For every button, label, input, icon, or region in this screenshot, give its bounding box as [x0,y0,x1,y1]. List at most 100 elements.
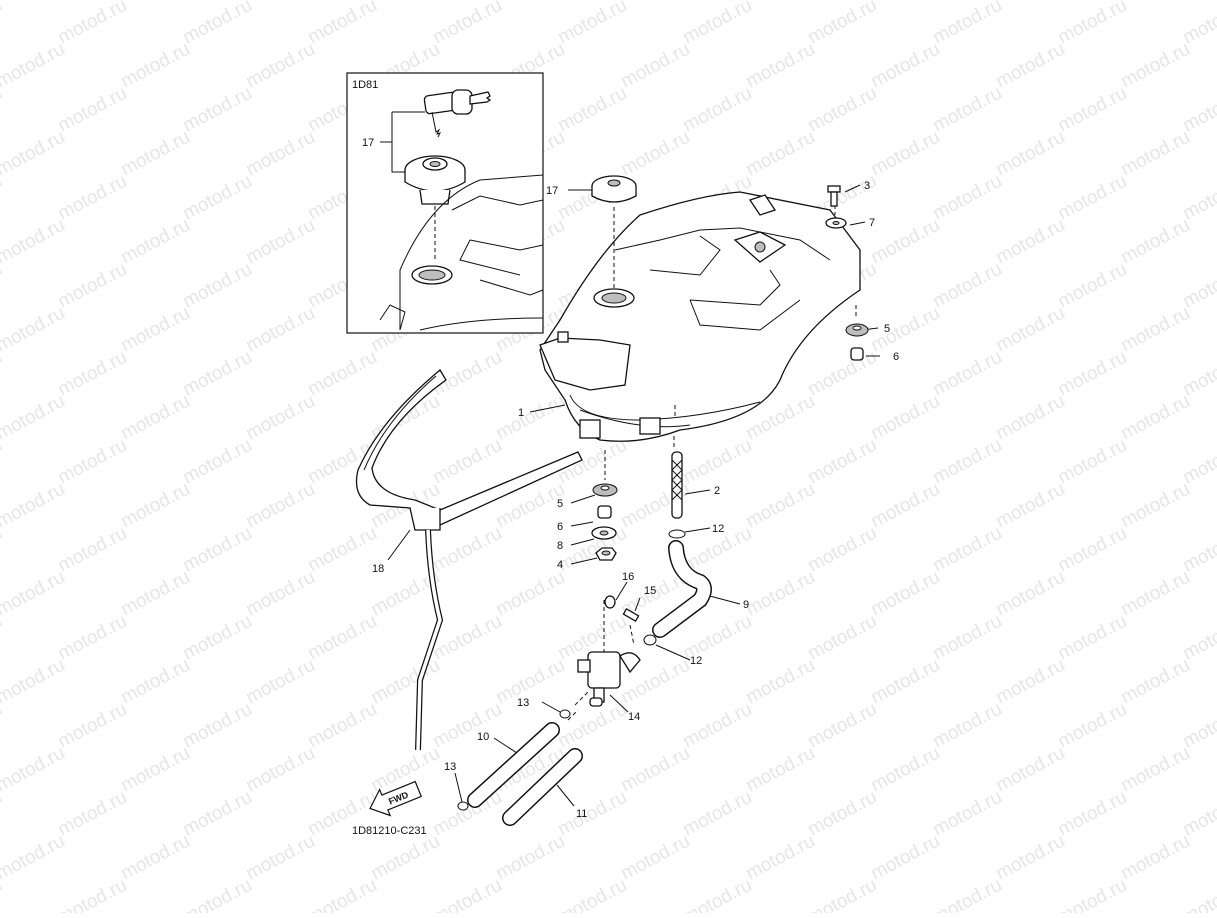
watermark-text: motod.ru [429,0,505,48]
watermark-text: motod.ru [54,259,130,313]
watermark-text: motod.ru [929,523,1005,577]
watermark-text: motod.ru [1054,0,1130,48]
watermark-text: motod.ru [242,831,318,885]
watermark-text: motod.ru [304,523,380,577]
callout-9: 9 [743,599,749,611]
watermark-text: motod.ru [429,787,505,841]
watermark-text: motod.ru [0,303,69,357]
watermark-text: motod.ru [1054,171,1130,225]
watermark-text: motod.ru [304,875,380,913]
watermark-text: motod.ru [179,83,255,137]
watermark-text: motod.ru [867,303,943,357]
watermark-text: motod.ru [179,171,255,225]
watermark-text: motod.ru [742,39,818,93]
watermark-text: motod.ru [992,479,1068,533]
watermark-text: motod.ru [54,787,130,841]
watermark-text: motod.ru [867,127,943,181]
callout-16: 16 [622,571,634,583]
watermark-text: motod.ru [492,831,568,885]
callout-5-bottom: 5 [557,498,563,510]
inset-detail: 1D81 17 [346,72,544,334]
watermark-text: motod.ru [1179,0,1217,48]
callout-13-top: 13 [517,697,529,709]
watermark-text: motod.ru [679,435,755,489]
watermark-text: motod.ru [492,391,568,445]
watermark-text: motod.ru [679,699,755,753]
clip-mid [643,634,657,646]
callout-5-right: 5 [884,323,890,335]
bolt [827,185,841,207]
watermark-text: motod.ru [0,831,69,885]
washer-top [825,217,847,229]
watermark-text: motod.ru [242,391,318,445]
fuel-cap [591,175,637,203]
diagram-code: 1D81210-C231 [352,825,427,837]
watermark-text: motod.ru [929,347,1005,401]
inset-tank-outline [379,174,544,331]
callout-11: 11 [576,808,587,820]
watermark-text: motod.ru [0,39,69,93]
watermark-text: motod.ru [117,391,193,445]
inset-callout-17: 17 [362,137,374,149]
watermark-text: motod.ru [1179,523,1217,577]
watermark-text: motod.ru [0,479,69,533]
watermark-text: motod.ru [867,391,943,445]
key-icon [423,89,492,138]
watermark-text: motod.ru [117,831,193,885]
watermark-text: motod.ru [1117,0,1193,4]
watermark-text: motod.ru [867,655,943,709]
watermark-text: motod.ru [929,83,1005,137]
watermark-text: motod.ru [867,479,943,533]
clip-top [668,529,686,539]
watermark-text: motod.ru [804,787,880,841]
callout-10: 10 [477,731,489,743]
watermark-text: motod.ru [304,699,380,753]
locking-fuel-cap [404,155,466,205]
watermark-text: motod.ru [0,0,69,4]
watermark-text: motod.ru [1179,171,1217,225]
watermark-text: motod.ru [1054,699,1130,753]
watermark-text: motod.ru [429,435,505,489]
callout-15: 15 [644,585,656,597]
watermark-text: motod.ru [429,875,505,913]
watermark-text: motod.ru [992,215,1068,269]
watermark-text: motod.ru [117,215,193,269]
watermark-text: motod.ru [429,523,505,577]
watermark-text: motod.ru [867,831,943,885]
watermark-text: motod.ru [117,0,193,4]
callout-8: 8 [557,540,563,552]
callout-labels: 1 2 3 7 17 5 6 5 6 8 4 9 12 12 15 16 14 … [372,180,899,820]
fuel-hose [652,540,712,638]
watermark-text: motod.ru [492,567,568,621]
watermark-text: motod.ru [492,655,568,709]
watermark-text: motod.ru [617,39,693,93]
watermark-text: motod.ru [0,215,69,269]
tank-band [355,369,583,751]
watermark-text: motod.ru [304,611,380,665]
watermark-text: motod.ru [679,83,755,137]
watermark-text: motod.ru [0,743,69,797]
watermark-text: motod.ru [54,171,130,225]
watermark-text: motod.ru [117,567,193,621]
watermark-text: motod.ru [992,391,1068,445]
watermark-text: motod.ru [242,655,318,709]
watermark-text: motod.ru [992,831,1068,885]
watermark-text: motod.ru [117,479,193,533]
watermark-text: motod.ru [1179,259,1217,313]
watermark-text: motod.ru [992,567,1068,621]
watermark-text: motod.ru [554,83,630,137]
watermark-text: motod.ru [1054,787,1130,841]
watermark-text: motod.ru [179,435,255,489]
watermark-text: motod.ru [992,743,1068,797]
watermark-text: motod.ru [429,699,505,753]
watermark-text: motod.ru [1179,611,1217,665]
watermark-text: motod.ru [742,0,818,4]
watermark-text: motod.ru [929,171,1005,225]
collar-right [850,347,864,361]
watermark-text: motod.ru [54,347,130,401]
watermark-text: motod.ru [1117,39,1193,93]
callout-12-mid: 12 [690,655,702,667]
watermark-text: motod.ru [554,699,630,753]
watermark-text: motod.ru [804,83,880,137]
watermark-text: motod.ru [554,875,630,913]
